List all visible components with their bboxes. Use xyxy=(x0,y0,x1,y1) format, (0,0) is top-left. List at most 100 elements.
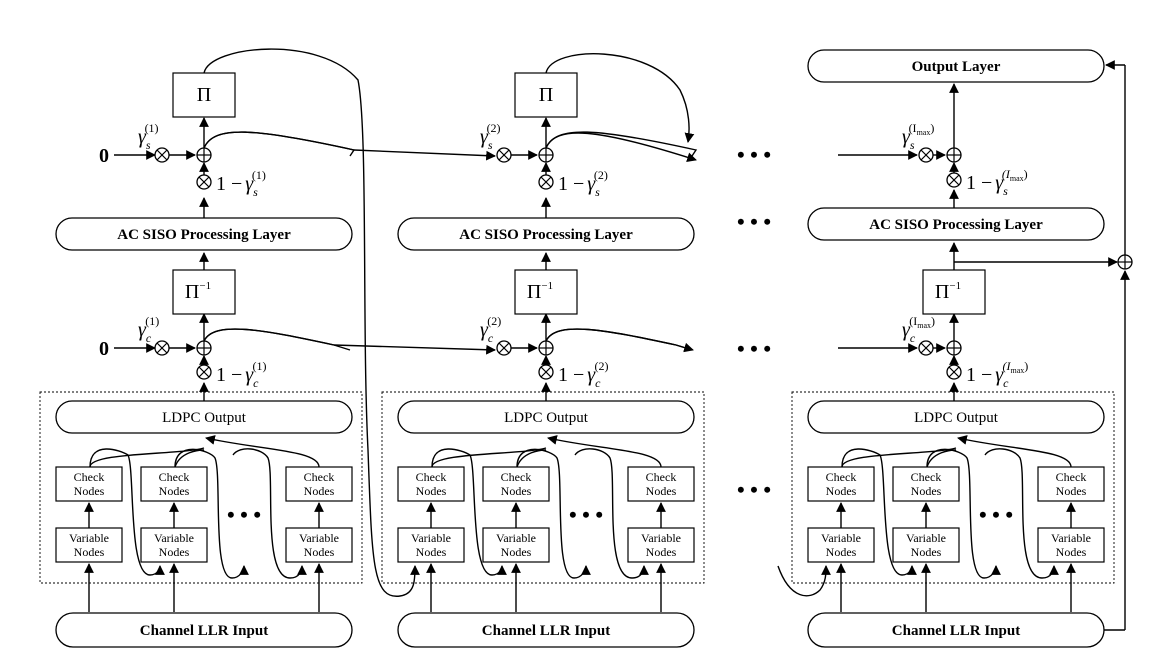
variable-nodes-label: Nodes xyxy=(646,545,677,559)
mul-d2 xyxy=(498,342,510,354)
ldpc-output-label: LDPC Output xyxy=(504,410,589,426)
ldpc-output-label: LDPC Output xyxy=(914,410,999,426)
check-nodes-label: Check xyxy=(911,470,942,484)
feedback-curve xyxy=(984,448,1059,579)
check-nodes-label: Nodes xyxy=(416,484,447,498)
mul-d2 xyxy=(156,149,168,161)
check-nodes-label: Nodes xyxy=(304,484,335,498)
gamma-s-label: γs(1) xyxy=(138,121,159,152)
multiply-node-icon xyxy=(538,364,554,380)
pi-feedback-curve xyxy=(203,48,420,597)
ldpc-output-label: LDPC Output xyxy=(162,410,247,426)
stage1-to-stage2-c xyxy=(203,328,496,355)
incoming-curve xyxy=(777,565,831,597)
ac-siso-label: AC SISO Processing Layer xyxy=(117,227,291,243)
gamma-c-max-label: γc(Imax) xyxy=(902,314,935,345)
multiply-node-icon xyxy=(946,364,962,380)
variable-nodes-box xyxy=(285,527,353,563)
multiply-node-icon xyxy=(154,147,170,163)
one-minus-gamma-c: 1 −γc(1) xyxy=(216,359,267,390)
mul-d2 xyxy=(498,149,510,161)
sum-node-icon xyxy=(538,340,554,356)
sum-node-icon xyxy=(538,147,554,163)
ldpc-block-0 xyxy=(39,391,363,584)
variable-nodes-label: Variable xyxy=(496,531,536,545)
feedback-curve xyxy=(89,448,165,576)
check-to-output xyxy=(516,449,547,468)
mul-d2 xyxy=(198,176,210,188)
stage2-to-next-s xyxy=(545,132,697,162)
feedback-curve xyxy=(841,448,917,576)
mul-d2 xyxy=(948,366,960,378)
check-nodes-label: Check xyxy=(159,470,190,484)
check-nodes-box xyxy=(482,466,550,502)
variable-nodes-label: Variable xyxy=(1051,531,1091,545)
variable-nodes-box xyxy=(627,527,695,563)
stage2-to-next-c xyxy=(545,328,694,353)
check-to-output xyxy=(174,449,205,468)
check-nodes-label: Nodes xyxy=(74,484,105,498)
ac-siso-box xyxy=(55,217,353,251)
variable-nodes-box xyxy=(482,527,550,563)
pi-label: Π xyxy=(539,84,553,106)
gamma-c-label: γc(2) xyxy=(480,314,501,345)
sum-node-icon xyxy=(1117,254,1133,270)
multiply-node-icon xyxy=(154,340,170,356)
variable-nodes-label: Nodes xyxy=(159,545,190,559)
check-nodes-label: Check xyxy=(304,470,335,484)
check-nodes-label: Nodes xyxy=(501,484,532,498)
ldpc-output-box xyxy=(55,400,353,434)
variable-nodes-label: Nodes xyxy=(826,545,857,559)
check-nodes-label: Check xyxy=(74,470,105,484)
check-to-output xyxy=(547,435,662,468)
mul-d2 xyxy=(948,174,960,186)
pi-inverse-box xyxy=(922,269,986,315)
mul-d2 xyxy=(540,176,552,188)
check-nodes-box xyxy=(55,466,123,502)
ldpc-block-1 xyxy=(381,391,705,584)
check-to-output xyxy=(431,447,547,468)
one-minus-gamma-c-max: 1 −γc(Imax) xyxy=(966,359,1028,390)
check-nodes-box xyxy=(892,466,960,502)
ac-siso-label: AC SISO Processing Layer xyxy=(459,227,633,243)
stage-ellipsis: • • • xyxy=(737,336,771,361)
variable-nodes-label: Nodes xyxy=(304,545,335,559)
multiply-node-icon xyxy=(918,147,934,163)
stage1-to-stage2-s xyxy=(203,131,496,161)
variable-nodes-label: Variable xyxy=(299,531,339,545)
check-nodes-label: Nodes xyxy=(826,484,857,498)
check-nodes-box xyxy=(140,466,208,502)
variable-nodes-label: Nodes xyxy=(1056,545,1087,559)
check-to-output xyxy=(957,435,1072,468)
gamma-s-max-label: γs(Imax) xyxy=(902,121,934,152)
check-nodes-label: Nodes xyxy=(1056,484,1087,498)
check-nodes-label: Check xyxy=(826,470,857,484)
pi-box xyxy=(172,72,236,118)
one-minus-gamma-s: 1 −γs(2) xyxy=(558,168,608,199)
mul-d2 xyxy=(540,366,552,378)
stage-ellipsis: • • • xyxy=(737,209,771,234)
ac-siso-box xyxy=(807,207,1105,241)
multiply-node-icon xyxy=(946,172,962,188)
stage-ellipsis: • • • xyxy=(737,142,771,167)
mul-d2 xyxy=(920,149,932,161)
gamma-c-label: γc(1) xyxy=(138,314,159,345)
check-to-output xyxy=(205,435,320,468)
zero-input-c: 0 xyxy=(99,338,109,360)
one-minus-gamma-s: 1 −γs(1) xyxy=(216,168,266,199)
node-ellipsis: • • • xyxy=(979,502,1013,527)
pi-box xyxy=(514,72,578,118)
variable-nodes-label: Nodes xyxy=(501,545,532,559)
output-layer-box xyxy=(807,49,1105,83)
variable-nodes-label: Nodes xyxy=(74,545,105,559)
check-nodes-label: Check xyxy=(416,470,447,484)
output-layer-label: Output Layer xyxy=(912,59,1001,75)
feedback-curve xyxy=(232,448,307,579)
variable-nodes-label: Variable xyxy=(906,531,946,545)
variable-nodes-box xyxy=(397,527,465,563)
check-nodes-box xyxy=(627,466,695,502)
multiply-node-icon xyxy=(538,174,554,190)
check-nodes-label: Check xyxy=(501,470,532,484)
multiply-node-icon xyxy=(918,340,934,356)
